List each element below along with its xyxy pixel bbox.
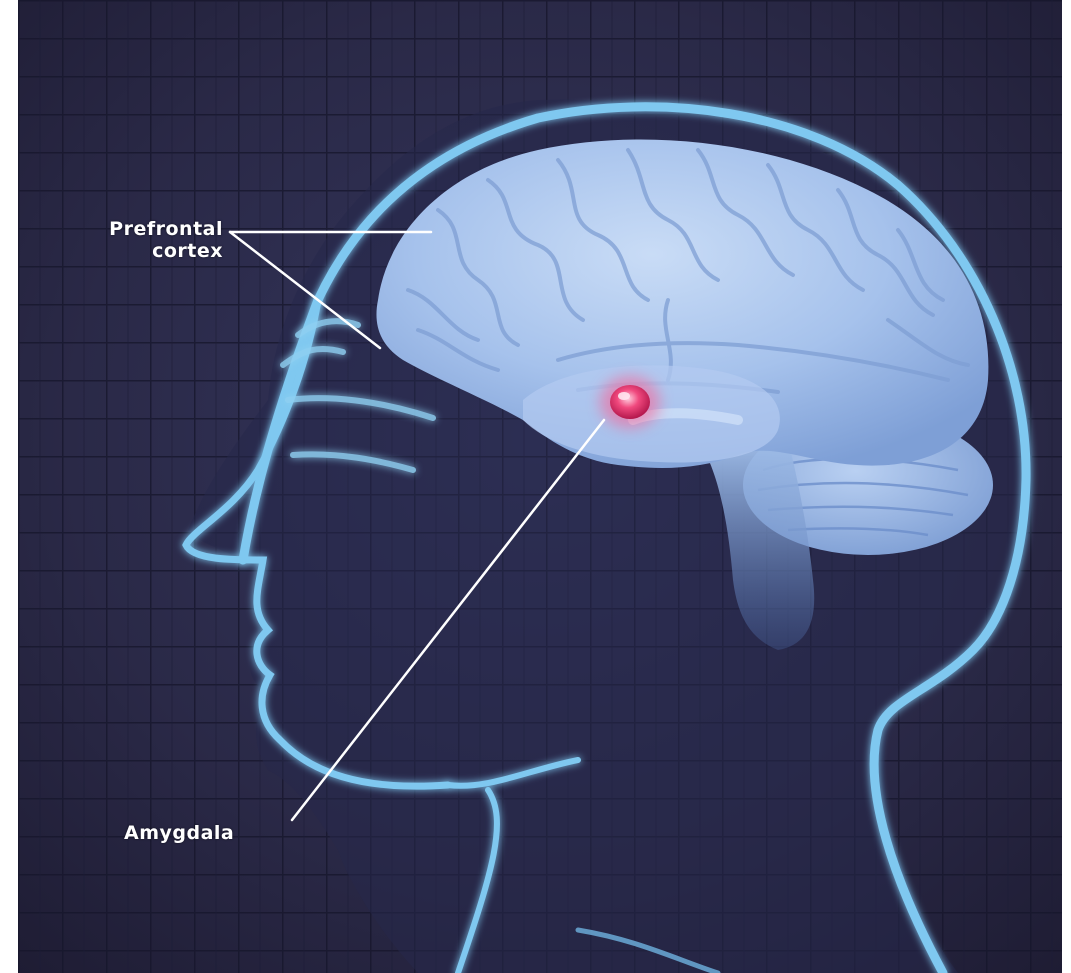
amygdala <box>610 385 650 419</box>
label-prefrontal-line2: cortex <box>28 240 223 262</box>
amygdala-highlight <box>618 392 630 400</box>
label-prefrontal-line1: Prefrontal <box>28 218 223 240</box>
label-amygdala: Amygdala <box>124 822 234 844</box>
label-prefrontal-cortex: Prefrontal cortex <box>28 218 223 262</box>
